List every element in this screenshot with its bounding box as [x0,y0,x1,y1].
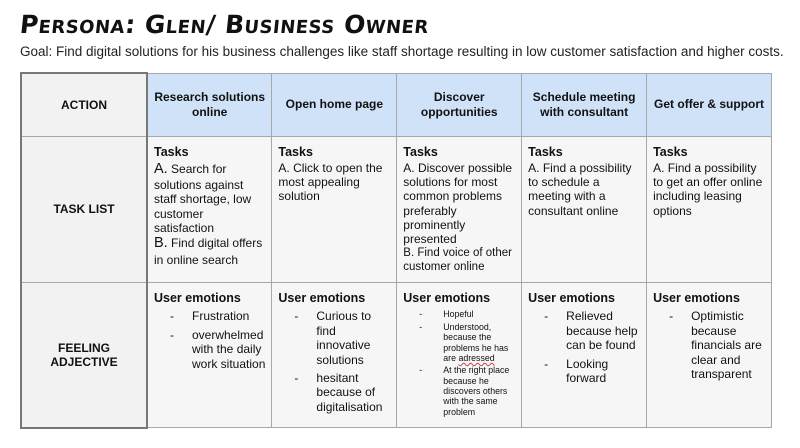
task-item: B. Find voice of other customer online [403,246,512,273]
emotion-item: At the right place because he discovers … [403,365,515,417]
task-list-row: TASK LIST Tasks A. Search for solutions … [20,135,772,284]
task-item: A. Find a possibility to get an offer on… [653,160,763,218]
tasks-cell-get-offer: Tasks A. Find a possibility to get an of… [646,135,772,284]
emotions-heading: User emotions [278,291,366,306]
emotions-list: Hopeful Understood, because the problems… [403,309,515,417]
task-item: A. Search for solutions against staff sh… [154,160,252,236]
task-item: A. Discover possible solutions for most … [403,160,512,247]
task-item: A. Click to open the most appealing solu… [278,160,383,204]
tasks-heading: Tasks [653,144,688,159]
emotion-item: Frustration [154,309,265,324]
persona-title: Persona: Glen/ Business Owner [18,10,431,39]
persona-goal: Goal: Find digital solutions for his bus… [20,44,784,59]
emotions-heading: User emotions [528,291,616,306]
tasks-cell-schedule-meeting: Tasks A. Find a possibility to schedule … [521,135,648,284]
emotions-list: Curious to find innovative solutions hes… [278,309,390,414]
task-item: A. Find a possibility to schedule a meet… [528,160,632,218]
feeling-row: FEELING ADJECTIVE User emotions Frustrat… [20,282,772,429]
emotions-heading: User emotions [403,291,491,306]
tasks-heading: Tasks [528,144,563,159]
misspelled-word: adressed [458,352,495,363]
tasks-heading: Tasks [403,144,438,159]
emotions-heading: User emotions [154,291,241,306]
task-item: B. Find digital offers in online search [154,235,263,267]
tasks-heading: Tasks [278,144,313,159]
emotion-item: Curious to find innovative solutions [278,309,390,367]
emotions-cell-research: User emotions Frustration overwhelmed wi… [146,282,273,429]
emotions-cell-get-offer: User emotions Optimistic because financi… [646,282,772,429]
stage-schedule-meeting: Schedule meeting with consultant [521,72,648,137]
stage-discover: Discover opportunities [396,72,523,137]
action-row: ACTION Research solutions online Open ho… [20,72,772,137]
emotion-item: Understood, because the problems he has … [403,322,515,364]
emotions-cell-schedule-meeting: User emotions Relieved because help can … [521,282,648,429]
emotions-list: Optimistic because financials are clear … [653,309,765,381]
row-label-feeling: FEELING ADJECTIVE [20,282,148,429]
tasks-cell-discover: Tasks A. Discover possible solutions for… [396,135,523,284]
emotions-list: Relieved because help can be found Looki… [528,309,640,385]
row-label-task-list: TASK LIST [20,135,148,284]
emotions-cell-discover: User emotions Hopeful Understood, becaus… [396,282,523,429]
emotions-cell-open-home-page: User emotions Curious to find innovative… [271,282,398,429]
emotion-item: Optimistic because financials are clear … [653,309,765,381]
emotion-item: overwhelmed with the daily work situatio… [154,328,265,371]
journey-map-table: ACTION Research solutions online Open ho… [20,72,772,429]
tasks-heading: Tasks [154,144,189,159]
tasks-cell-research: Tasks A. Search for solutions against st… [146,135,273,284]
stage-open-home-page: Open home page [271,72,398,137]
emotion-item: Hopeful [403,309,515,320]
emotions-heading: User emotions [653,291,740,306]
emotion-item: hesitant because of digitalisation [278,371,390,414]
emotions-list: Frustration overwhelmed with the daily w… [154,309,265,371]
row-label-action: ACTION [20,72,148,137]
emotion-item: Relieved because help can be found [528,309,640,352]
stage-get-offer: Get offer & support [646,72,772,137]
tasks-cell-open-home-page: Tasks A. Click to open the most appealin… [271,135,398,284]
emotion-item: Looking forward [528,357,640,386]
stage-research: Research solutions online [146,72,273,137]
